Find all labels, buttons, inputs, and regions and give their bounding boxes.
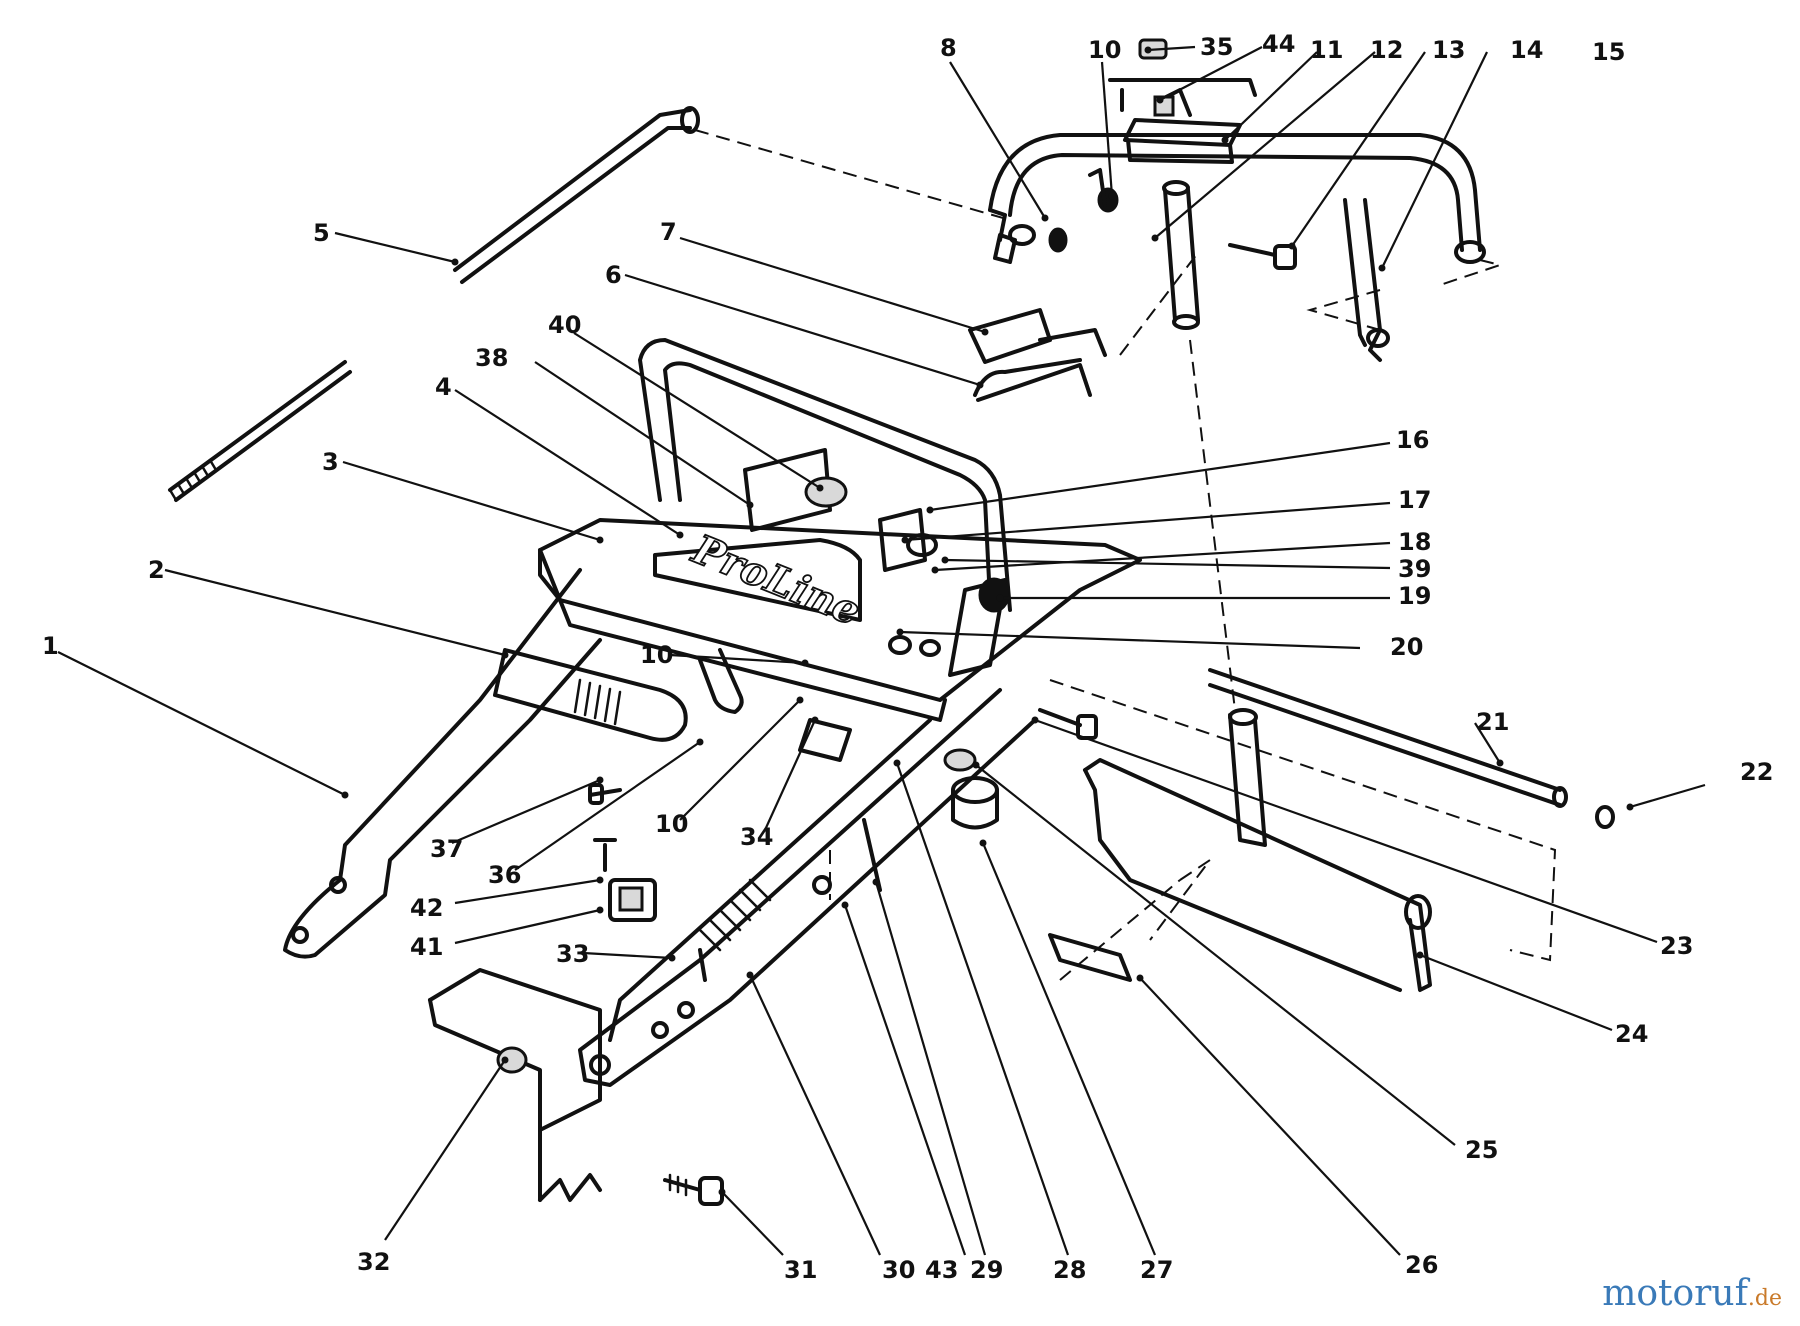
watermark-logo: motoruf.de <box>1602 1276 1782 1312</box>
callout-39: 39 <box>1398 555 1431 583</box>
part-post-lower <box>1049 339 1557 962</box>
callout-13: 13 <box>1432 36 1465 64</box>
callout-17: 17 <box>1398 486 1431 514</box>
callout-6: 6 <box>605 261 622 289</box>
callout-25: 25 <box>1465 1136 1498 1164</box>
callout-5: 5 <box>313 219 330 247</box>
callout-34: 34 <box>740 823 773 851</box>
proline-logo: ProLine <box>685 525 866 635</box>
callout-37: 37 <box>430 835 463 863</box>
callout-26: 26 <box>1405 1251 1438 1279</box>
callout-3: 3 <box>322 448 339 476</box>
callout-10a: 10 <box>1088 36 1121 64</box>
callout-40: 40 <box>548 311 581 339</box>
callout-32: 32 <box>357 1248 390 1276</box>
callout-29: 29 <box>970 1256 1003 1284</box>
part-lower-handle <box>578 688 1037 1087</box>
callout-27: 27 <box>1140 1256 1173 1284</box>
callout-16: 16 <box>1396 426 1429 454</box>
part-clip-6-7 <box>968 249 1201 402</box>
part-drawings <box>168 38 1615 1206</box>
callout-31: 31 <box>784 1256 817 1284</box>
callout-20: 20 <box>1390 633 1423 661</box>
callout-41: 41 <box>410 933 443 961</box>
part-rod-5 <box>453 106 700 284</box>
part-rod-21 <box>1208 668 1615 829</box>
callout-36: 36 <box>488 861 521 889</box>
callout-28: 28 <box>1053 1256 1086 1284</box>
callout-labels: 1 2 3 4 5 6 7 8 10 35 44 11 12 13 14 15 … <box>42 30 1773 1284</box>
callout-11: 11 <box>1310 36 1343 64</box>
callout-10c: 10 <box>655 810 688 838</box>
part-proline-handle <box>538 338 1142 722</box>
callout-1: 1 <box>42 632 59 660</box>
part-mount-plate <box>428 968 602 1202</box>
callout-15: 15 <box>1592 38 1625 66</box>
part-grip-2 <box>493 648 688 742</box>
part-threaded-rod <box>168 360 352 502</box>
callout-44: 44 <box>1262 30 1295 58</box>
callout-7: 7 <box>660 218 677 246</box>
leader-dots <box>341 46 1634 1196</box>
callout-18: 18 <box>1398 528 1431 556</box>
callout-23: 23 <box>1660 932 1693 960</box>
part-switch-41 <box>593 838 657 922</box>
part-cover-26 <box>1048 879 1181 982</box>
callout-10b: 10 <box>640 641 673 669</box>
callout-8: 8 <box>940 34 957 62</box>
part-upper-handle <box>988 133 1504 362</box>
callout-2: 2 <box>148 556 165 584</box>
callout-33: 33 <box>556 940 589 968</box>
part-ignition-27 <box>943 748 999 830</box>
callout-12: 12 <box>1370 36 1403 64</box>
callout-35: 35 <box>1200 33 1233 61</box>
callout-14: 14 <box>1510 36 1543 64</box>
part-bolt-31 <box>663 1173 724 1206</box>
part-pin-13 <box>1162 180 1200 330</box>
callout-43: 43 <box>925 1256 958 1284</box>
callout-30: 30 <box>882 1256 915 1284</box>
part-left-handle-1 <box>283 568 602 959</box>
callout-22: 22 <box>1740 758 1773 786</box>
callout-24: 24 <box>1615 1020 1648 1048</box>
part-bail-24 <box>1080 758 1432 992</box>
watermark-suffix: .de <box>1747 1286 1782 1311</box>
callout-42: 42 <box>410 894 443 922</box>
part-misc <box>588 129 1098 982</box>
leader-lines <box>57 45 1706 1256</box>
callout-4: 4 <box>435 373 452 401</box>
callout-38: 38 <box>475 344 508 372</box>
watermark-name: motoruf <box>1602 1273 1748 1314</box>
callout-19: 19 <box>1398 582 1431 610</box>
callout-21: 21 <box>1476 708 1509 736</box>
part-bolt-14 <box>1228 243 1297 270</box>
part-spacer-8 <box>993 168 1119 264</box>
